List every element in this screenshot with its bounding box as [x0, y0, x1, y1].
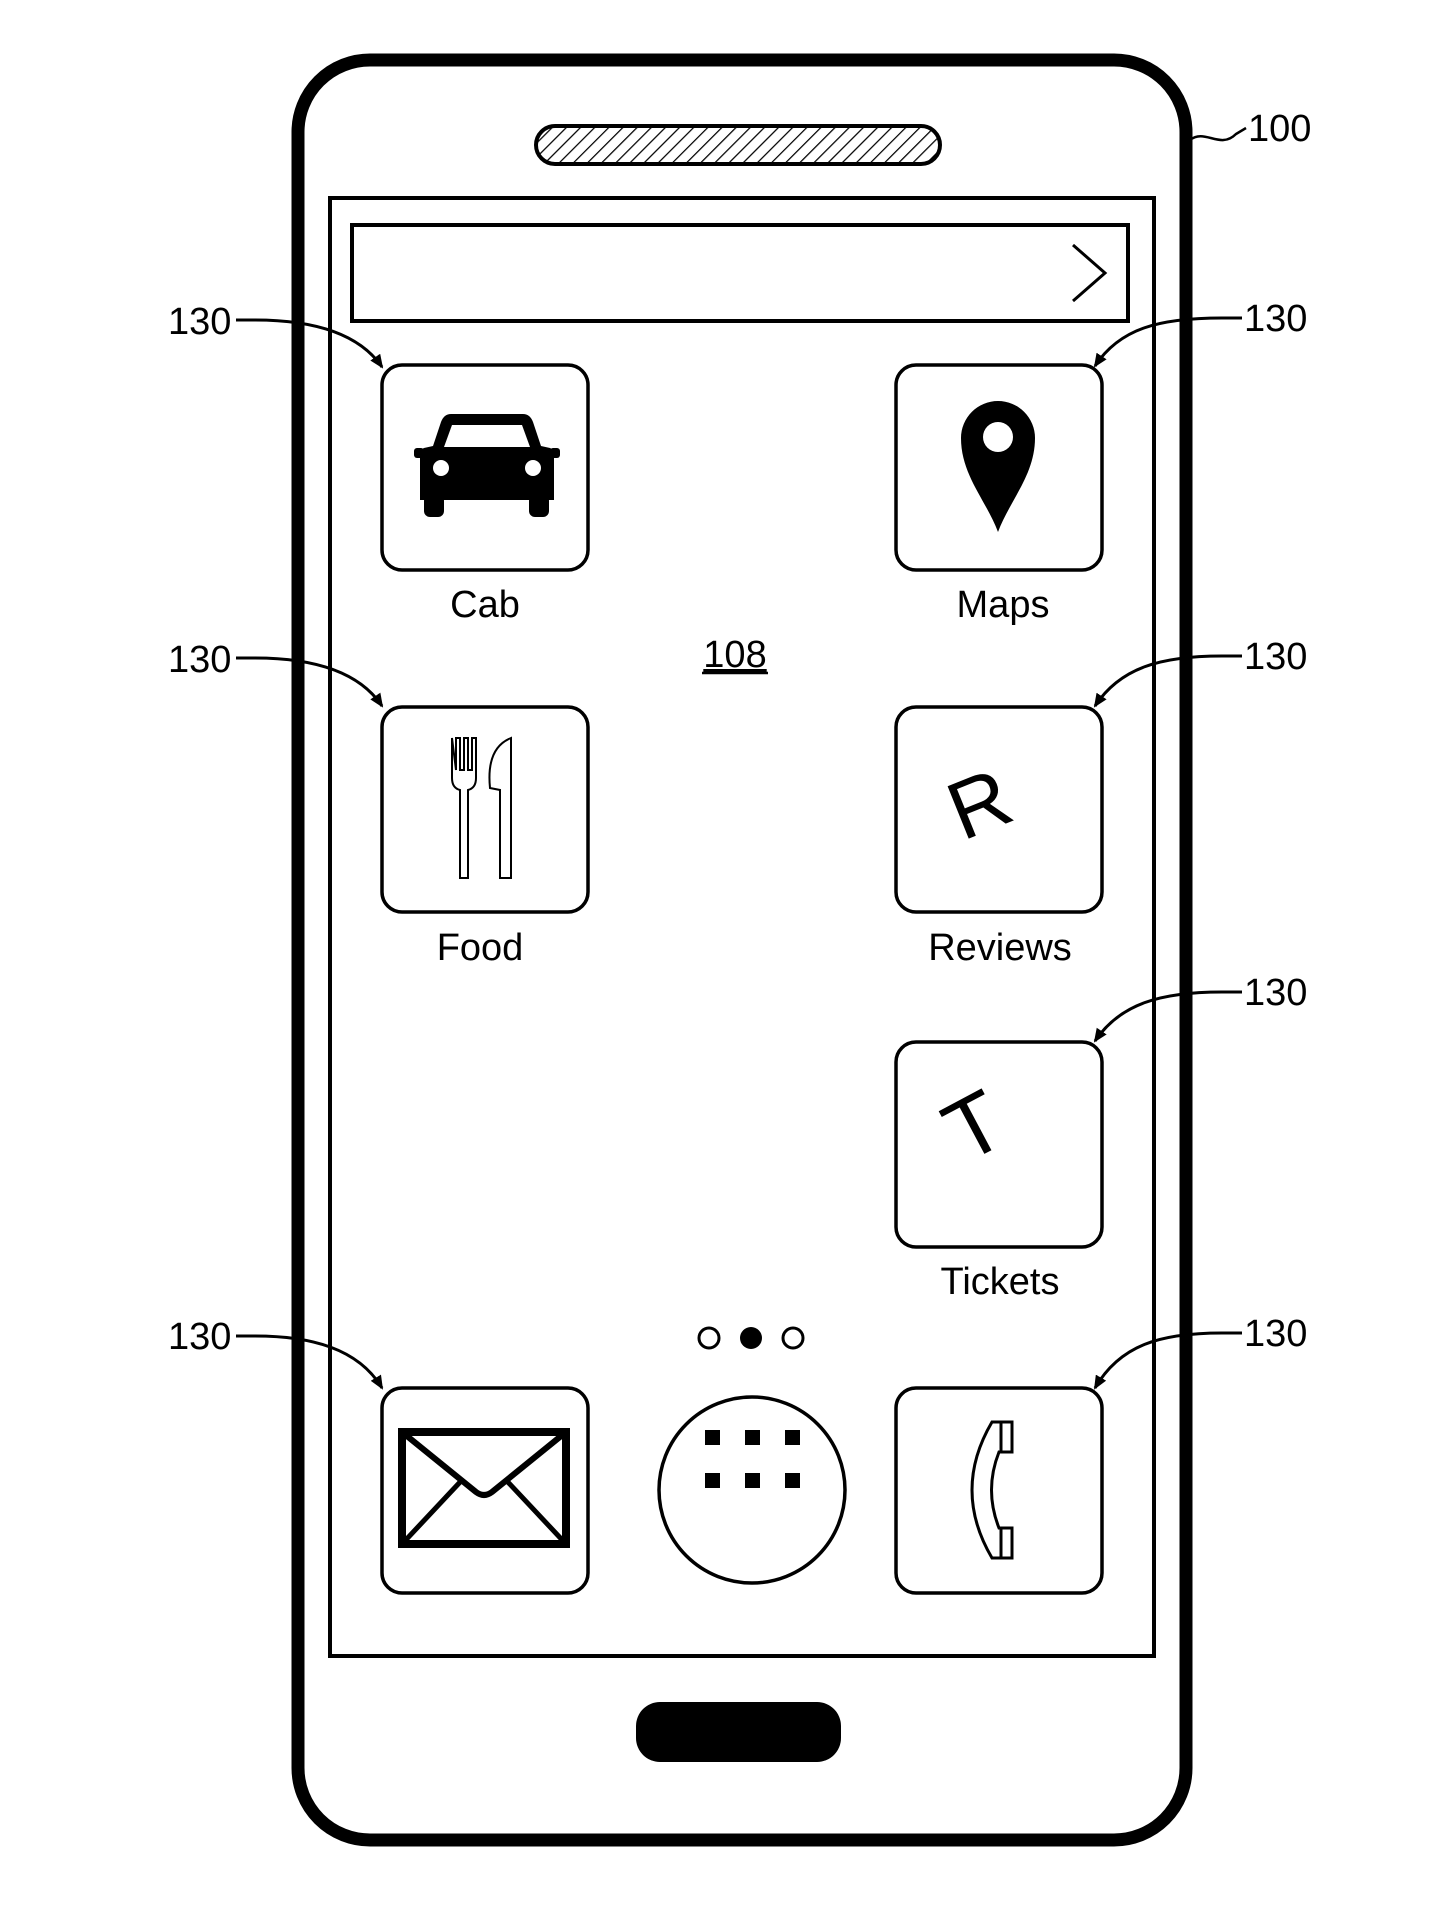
app-label: Food: [437, 927, 524, 969]
device-reference: 100: [1248, 108, 1311, 150]
callout-reference: 130: [1244, 636, 1307, 678]
speaker-grille: [536, 126, 940, 164]
callout-reference: 130: [168, 1316, 231, 1358]
page-dot[interactable]: [783, 1328, 803, 1348]
dock-phone[interactable]: [896, 1388, 1102, 1593]
app-label: Cab: [450, 584, 520, 626]
app-label: Maps: [957, 584, 1050, 626]
app-tile[interactable]: [382, 707, 588, 912]
app-tile[interactable]: [896, 1388, 1102, 1593]
callout-reference: 130: [1244, 1313, 1307, 1355]
app-label: Tickets: [941, 1261, 1060, 1303]
page-dot[interactable]: [699, 1328, 719, 1348]
device-leader-line: [1190, 128, 1246, 140]
home-button[interactable]: [636, 1702, 841, 1762]
callout-reference: 130: [1244, 972, 1307, 1014]
dock-app-drawer[interactable]: [659, 1397, 845, 1583]
page-dot-active[interactable]: [740, 1327, 762, 1349]
callout-reference: 130: [168, 301, 231, 343]
search-bar[interactable]: [352, 225, 1128, 321]
mail-icon: [402, 1432, 566, 1544]
dock-mail[interactable]: [382, 1388, 588, 1593]
screen-reference: 108: [703, 634, 766, 676]
app-label: Reviews: [928, 927, 1072, 969]
callout-reference: 130: [1244, 298, 1307, 340]
app-drawer-button[interactable]: [659, 1397, 845, 1583]
callout-reference: 130: [168, 639, 231, 681]
page-indicator[interactable]: [699, 1327, 803, 1349]
